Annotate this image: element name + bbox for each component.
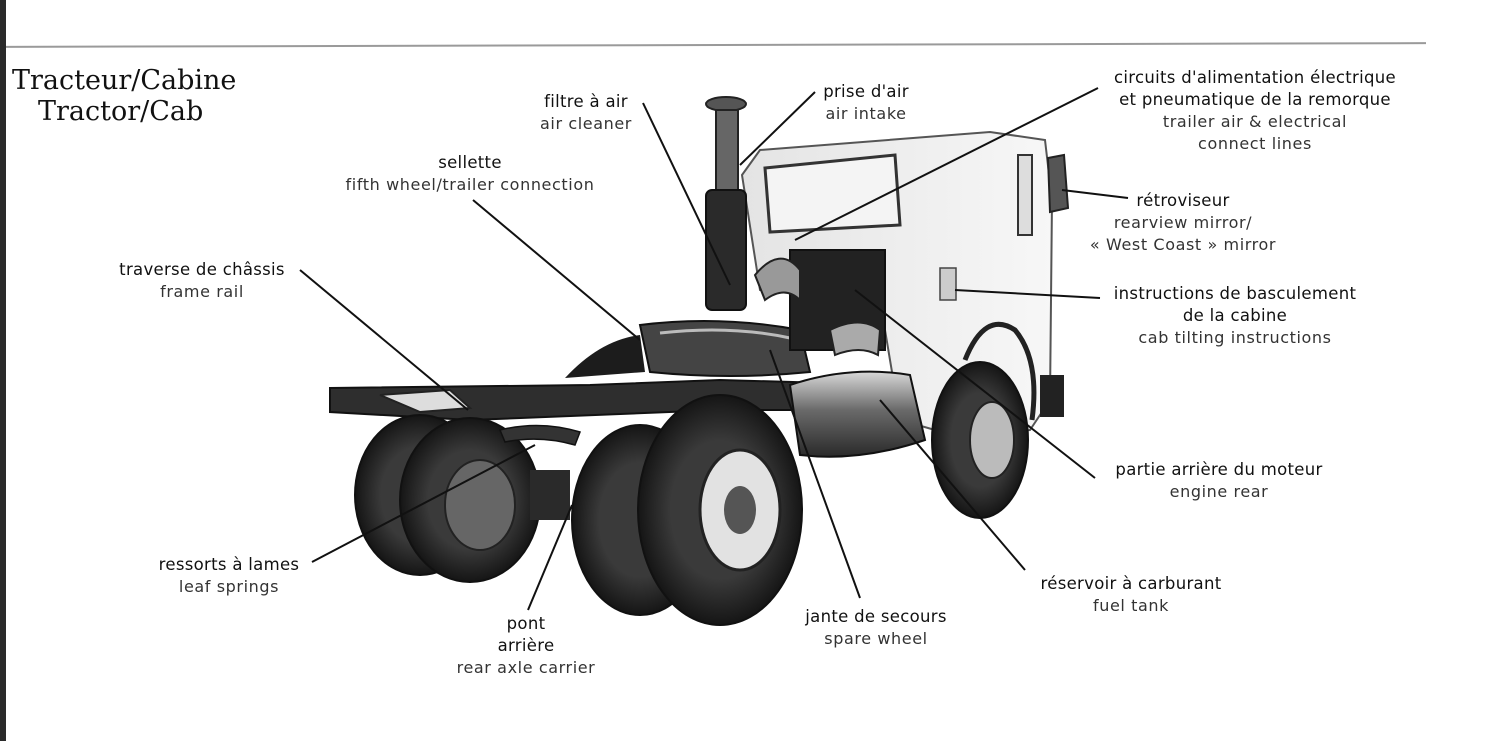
label-fr-2: arrière: [497, 636, 555, 655]
leader-engine-rear: [854, 289, 1096, 479]
label-en: engine rear: [1169, 482, 1269, 501]
page-subtitle: Tractor/Cab: [38, 97, 203, 127]
page-title: Tracteur/Cabine: [12, 66, 236, 96]
leader-fuel-tank: [879, 399, 1026, 571]
label-en-2: « West Coast » mirror: [1089, 235, 1277, 254]
leader-rear-axle: [527, 504, 573, 611]
label-spare-wheel: jante de secours spare wheel: [805, 606, 946, 650]
label-en-2: connect lines: [1198, 134, 1312, 153]
label-air-cleaner: filtre à air air cleaner: [540, 91, 632, 135]
label-en: frame rail: [160, 282, 244, 301]
label-fr: traverse de châssis: [119, 260, 285, 279]
label-air-intake: prise d'air air intake: [823, 81, 909, 125]
label-en: air intake: [825, 104, 907, 123]
fuel-tank: [788, 370, 927, 458]
leader-spare-wheel: [769, 349, 861, 599]
label-fr-1: circuits d'alimentation électrique: [1114, 68, 1396, 87]
title-en: Tractor/Cab: [38, 96, 204, 127]
label-fr: filtre à air: [544, 92, 628, 111]
label-trailer-lines: circuits d'alimentation électrique et pn…: [1114, 67, 1396, 155]
label-en: cab tilting instructions: [1138, 328, 1332, 347]
fifth-wheel: [638, 320, 812, 377]
label-fr-1: instructions de basculement: [1113, 284, 1357, 303]
label-rear-axle: pont arrière rear axle carrier: [457, 613, 596, 679]
label-fr: jante de secours: [805, 607, 947, 626]
label-en: air cleaner: [540, 114, 632, 133]
label-en: fuel tank: [1092, 596, 1170, 615]
cab-rear-window: [763, 153, 902, 234]
label-en: leaf springs: [178, 577, 280, 596]
label-fr: sellette: [438, 153, 502, 172]
leader-trailer-lines: [794, 87, 1099, 241]
leader-lines: [299, 87, 1129, 611]
rear-wheels-left: [354, 414, 541, 583]
leaf-springs: [498, 424, 581, 520]
label-en: rear axle carrier: [456, 658, 596, 677]
label-fr: réservoir à carburant: [1040, 574, 1222, 593]
leader-air-cleaner: [642, 102, 731, 286]
label-cab-tilt: instructions de basculement de la cabine…: [1114, 283, 1356, 349]
label-leaf-springs: ressorts à lames leaf springs: [159, 554, 300, 598]
label-fr-1: pont: [506, 614, 546, 633]
rear-wheels-right: [571, 394, 803, 626]
label-fifth-wheel: sellette fifth wheel/trailer connection: [346, 152, 595, 196]
leader-leaf-springs: [311, 444, 536, 563]
label-rearview-mirror: rétroviseur rearview mirror/ « West Coas…: [1090, 190, 1276, 256]
label-en-1: rearview mirror/: [1113, 213, 1253, 232]
label-en-1: trailer air & electrical: [1162, 112, 1348, 131]
label-fuel-tank: réservoir à carburant fuel tank: [1041, 573, 1222, 617]
leader-cab-tilt: [954, 289, 1101, 299]
label-fr: rétroviseur: [1136, 191, 1230, 210]
leader-fifth-wheel: [472, 199, 641, 341]
label-frame-rail: traverse de châssis frame rail: [119, 259, 285, 303]
title-fr: Tracteur/Cabine: [12, 65, 237, 96]
label-fr-2: de la cabine: [1182, 306, 1288, 325]
leader-mirror: [1061, 189, 1129, 199]
rearview-mirror: [1046, 153, 1070, 214]
leader-air-intake: [739, 91, 816, 166]
air-cleaner: [705, 96, 747, 311]
label-en: fifth wheel/trailer connection: [345, 175, 595, 194]
front-wheel: [931, 361, 1029, 519]
label-fr: partie arrière du moteur: [1115, 460, 1323, 479]
scan-edge: [0, 0, 6, 741]
label-engine-rear: partie arrière du moteur engine rear: [1115, 459, 1322, 503]
label-fr: ressorts à lames: [158, 555, 300, 574]
label-fr-2: et pneumatique de la remorque: [1119, 90, 1391, 109]
label-en: spare wheel: [824, 629, 928, 648]
leader-frame-rail: [299, 269, 469, 411]
label-fr: prise d'air: [823, 82, 909, 101]
